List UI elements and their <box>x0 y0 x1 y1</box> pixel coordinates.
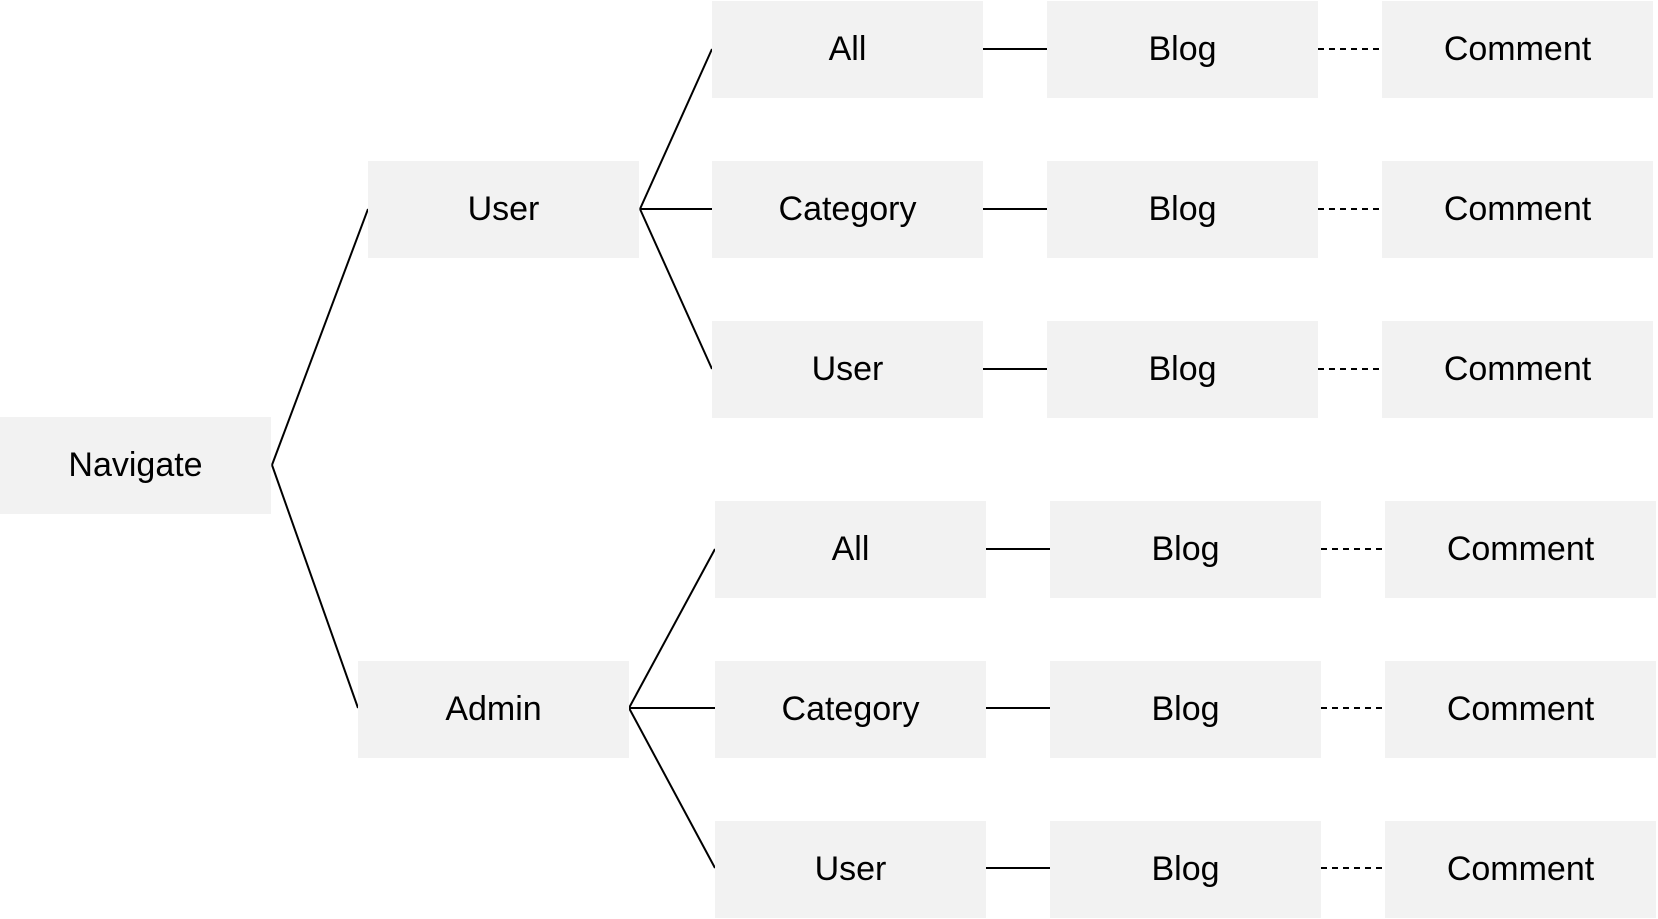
node-admin-category: Category <box>715 661 986 758</box>
node-branch-user: User <box>368 161 639 258</box>
edge-admin-user <box>628 707 716 869</box>
node-label: Category <box>781 690 920 728</box>
node-label: Blog <box>1148 30 1217 68</box>
node-label: Blog <box>1148 190 1217 228</box>
edge-user-all <box>639 48 713 210</box>
edge-navigate-user <box>271 208 369 466</box>
node-admin-user: User <box>715 821 986 918</box>
node-user-all: All <box>712 1 983 98</box>
node-comment: Comment <box>1385 821 1656 918</box>
node-admin-all: All <box>715 501 986 598</box>
node-user-category: Category <box>712 161 983 258</box>
node-label: Blog <box>1148 350 1217 388</box>
node-blog: Blog <box>1047 1 1318 98</box>
node-blog: Blog <box>1050 821 1321 918</box>
node-label: Comment <box>1446 530 1595 568</box>
node-comment: Comment <box>1382 321 1653 418</box>
node-label: All <box>828 30 867 68</box>
node-comment: Comment <box>1382 1 1653 98</box>
node-comment: Comment <box>1385 661 1656 758</box>
node-label: Blog <box>1151 850 1220 888</box>
node-label: Comment <box>1446 850 1595 888</box>
node-comment: Comment <box>1385 501 1656 598</box>
edge-admin-all <box>628 548 716 709</box>
node-blog: Blog <box>1047 161 1318 258</box>
node-label: User <box>811 350 884 388</box>
node-label: Navigate <box>68 446 203 484</box>
node-label: Comment <box>1443 350 1592 388</box>
node-label: Comment <box>1446 690 1595 728</box>
node-label: Category <box>778 190 917 228</box>
node-label: User <box>814 850 887 888</box>
node-label: Comment <box>1443 30 1592 68</box>
node-label: Admin <box>445 690 542 728</box>
node-label: Blog <box>1151 530 1220 568</box>
node-branch-admin: Admin <box>358 661 629 758</box>
node-label: User <box>467 190 540 228</box>
node-label: All <box>831 530 870 568</box>
node-label: Comment <box>1443 190 1592 228</box>
edge-navigate-admin <box>271 464 359 709</box>
node-user-user: User <box>712 321 983 418</box>
edge-user-user <box>639 208 713 370</box>
node-label: Blog <box>1151 690 1220 728</box>
node-blog: Blog <box>1050 501 1321 598</box>
node-navigate: Navigate <box>0 417 271 514</box>
node-comment: Comment <box>1382 161 1653 258</box>
node-blog: Blog <box>1050 661 1321 758</box>
node-blog: Blog <box>1047 321 1318 418</box>
